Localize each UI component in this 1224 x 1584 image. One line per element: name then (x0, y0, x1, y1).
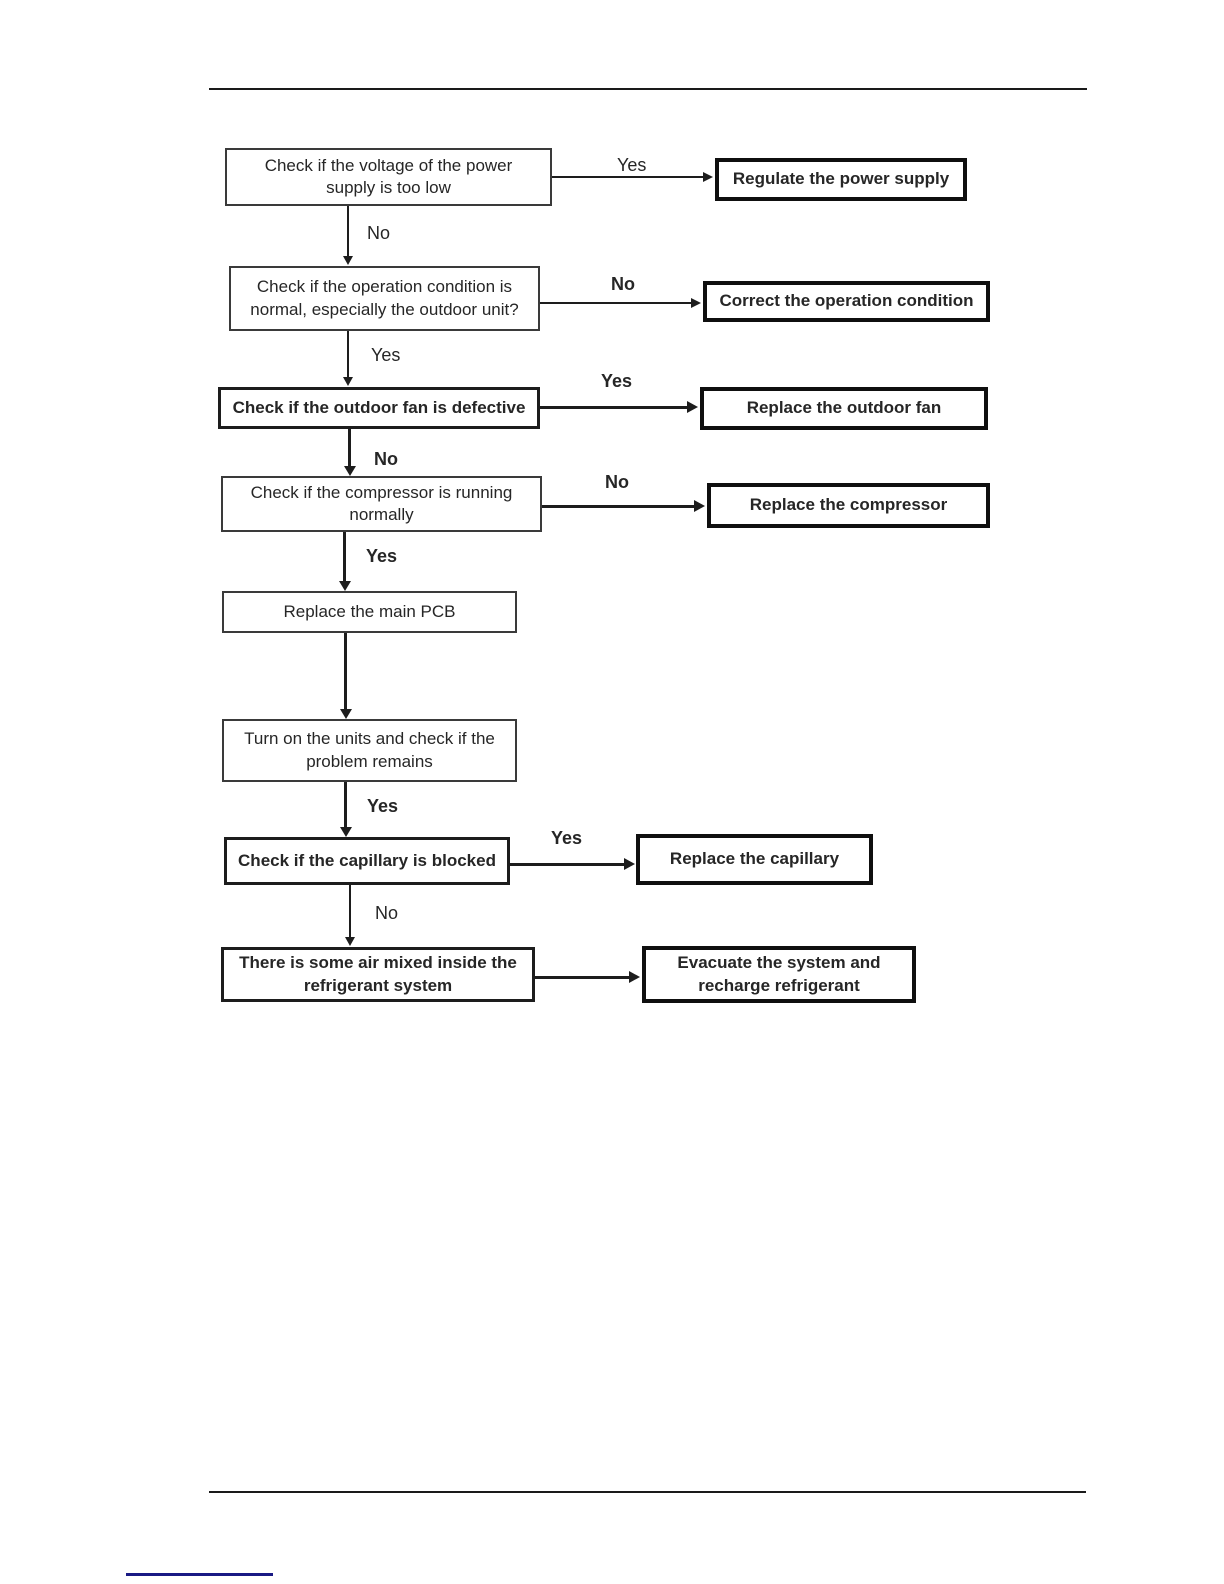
flow-node-replace-capillary: Replace the capillary (636, 834, 873, 885)
flow-node-check-compressor: Check if the compressor is running norma… (221, 476, 542, 532)
flow-node-turn-on-units: Turn on the units and check if the probl… (222, 719, 517, 782)
edge-operation-yes-arrowhead-icon (343, 377, 353, 386)
bottom-rule (209, 1491, 1086, 1493)
flow-node-correct-operation-condition: Correct the operation condition (703, 281, 990, 322)
edge-label-fan-no: No (374, 449, 398, 469)
top-rule (209, 88, 1087, 90)
flow-node-check-operation-condition: Check if the operation condition is norm… (229, 266, 540, 331)
edge-label-compressor-no: No (605, 472, 629, 492)
edge-label-fan-yes: Yes (601, 371, 633, 391)
edge-fan-to-replace-arrowhead-icon (687, 401, 698, 413)
flow-node-check-outdoor-fan: Check if the outdoor fan is defective (218, 387, 540, 429)
edge-air-to-evacuate-arrowhead-icon (629, 971, 640, 983)
edge-fan-to-replace-line (540, 406, 689, 409)
edge-pcb-to-turnon-arrowhead-icon (340, 709, 352, 719)
edge-operation-to-correct-arrowhead-icon (691, 298, 701, 308)
edge-capillary-to-replace-line (510, 863, 626, 866)
edge-operation-yes-line (347, 331, 349, 378)
edge-voltage-no-arrowhead-icon (343, 256, 353, 265)
flow-node-replace-main-pcb: Replace the main PCB (222, 591, 517, 633)
footer-link-underline[interactable] (126, 1573, 273, 1576)
edge-label-voltage-yes: Yes (617, 155, 647, 175)
edge-label-capillary-no: No (375, 903, 399, 923)
edge-label-capillary-yes: Yes (551, 828, 583, 848)
edge-capillary-to-replace-arrowhead-icon (624, 858, 635, 870)
edge-voltage-no-line (347, 206, 349, 257)
edge-voltage-to-regulate-line (552, 176, 704, 178)
edge-problem-yes-line (344, 782, 347, 828)
edge-compressor-to-replace-line (542, 505, 696, 508)
edge-voltage-to-regulate-arrowhead-icon (703, 172, 713, 182)
edge-label-compressor-yes: Yes (366, 546, 398, 566)
edge-compressor-yes-line (343, 532, 346, 582)
edge-label-voltage-no: No (367, 223, 391, 243)
edge-capillary-no-line (349, 885, 351, 938)
flow-node-replace-compressor: Replace the compressor (707, 483, 990, 528)
edge-fan-no-line (348, 429, 351, 467)
flow-node-air-mixed: There is some air mixed inside the refri… (221, 947, 535, 1002)
edge-label-operation-yes: Yes (371, 345, 401, 365)
edge-operation-to-correct-line (540, 302, 692, 304)
edge-pcb-to-turnon-line (344, 633, 347, 710)
edge-label-problem-yes: Yes (367, 796, 399, 816)
flow-node-replace-outdoor-fan: Replace the outdoor fan (700, 387, 988, 430)
edge-label-operation-no: No (611, 274, 635, 294)
edge-air-to-evacuate-line (535, 976, 631, 979)
edge-fan-no-arrowhead-icon (344, 466, 356, 476)
edge-compressor-to-replace-arrowhead-icon (694, 500, 705, 512)
edge-compressor-yes-arrowhead-icon (339, 581, 351, 591)
flow-node-check-capillary: Check if the capillary is blocked (224, 837, 510, 885)
edge-capillary-no-arrowhead-icon (345, 937, 355, 946)
flow-node-regulate-power-supply: Regulate the power supply (715, 158, 967, 201)
flow-node-check-voltage: Check if the voltage of the power supply… (225, 148, 552, 206)
flow-node-evacuate-recharge: Evacuate the system and recharge refrige… (642, 946, 916, 1003)
edge-problem-yes-arrowhead-icon (340, 827, 352, 837)
